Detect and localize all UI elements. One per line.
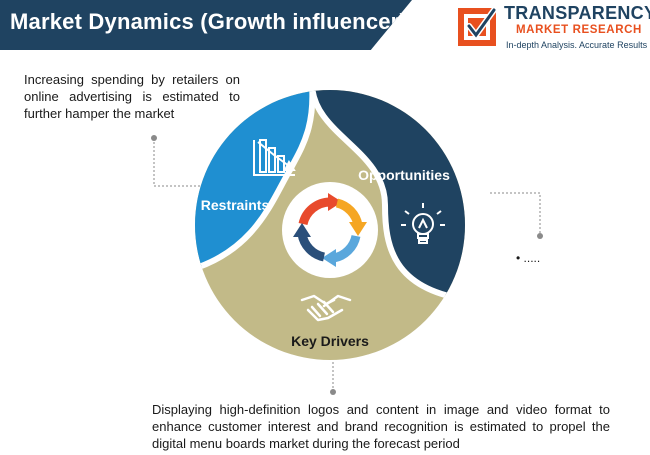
company-logo: TRANSPARENCY MARKET RESEARCH In-depth An… [456, 2, 650, 52]
declining-bar-chart-icon [253, 139, 296, 176]
restraints-connector [151, 135, 205, 187]
drivers-label: Key Drivers [291, 333, 369, 349]
logo-subtitle: MARKET RESEARCH [516, 24, 642, 36]
handshake-icon [300, 294, 352, 322]
logo-brand-name: TRANSPARENCY [504, 3, 650, 23]
opportunities-segment [312, 90, 465, 300]
restraints-label: Restraints [201, 197, 270, 213]
lightbulb-icon [401, 203, 445, 244]
page-title: Market Dynamics (Growth influencer) [10, 9, 407, 34]
restraints-note: Increasing spending by retailers on onli… [24, 72, 240, 121]
drivers-connector [330, 362, 336, 395]
opportunities-label: Opportunities [358, 167, 450, 183]
title-banner: Market Dynamics (Growth influencer) [0, 0, 412, 50]
center-hub [282, 182, 378, 278]
drivers-note: Displaying high-definition logos and con… [152, 402, 610, 451]
logo-mark-icon [458, 7, 497, 46]
opportunities-connector [490, 192, 543, 239]
logo-tagline: In-depth Analysis. Accurate Results [506, 40, 648, 50]
opportunities-note: • ..... [516, 251, 541, 265]
cycle-arrows-icon [293, 193, 367, 267]
